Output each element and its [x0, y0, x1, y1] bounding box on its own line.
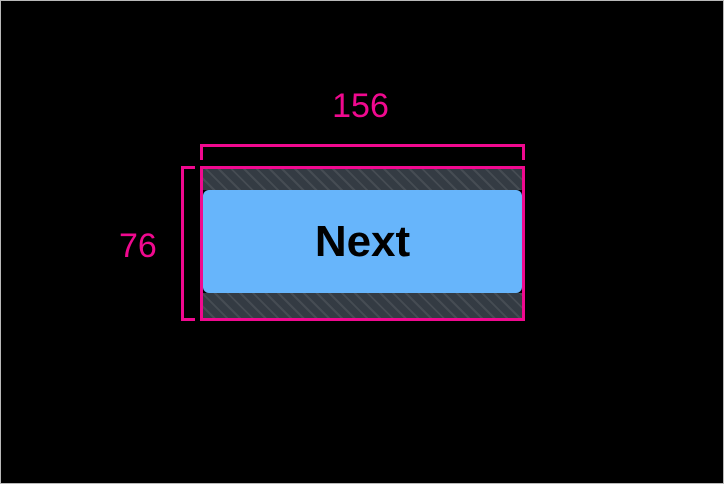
width-measurement-value: 156 [332, 87, 389, 125]
bottom-inset-hatch [203, 293, 522, 318]
height-measurement-label: 76 [119, 227, 157, 265]
top-inset-hatch [203, 169, 522, 190]
element-bounding-box[interactable]: Next [200, 166, 525, 321]
next-button[interactable]: Next [203, 190, 522, 293]
width-dimension-bracket [200, 144, 525, 160]
next-button-label: Next [314, 216, 411, 266]
height-dimension-bracket [181, 166, 195, 321]
